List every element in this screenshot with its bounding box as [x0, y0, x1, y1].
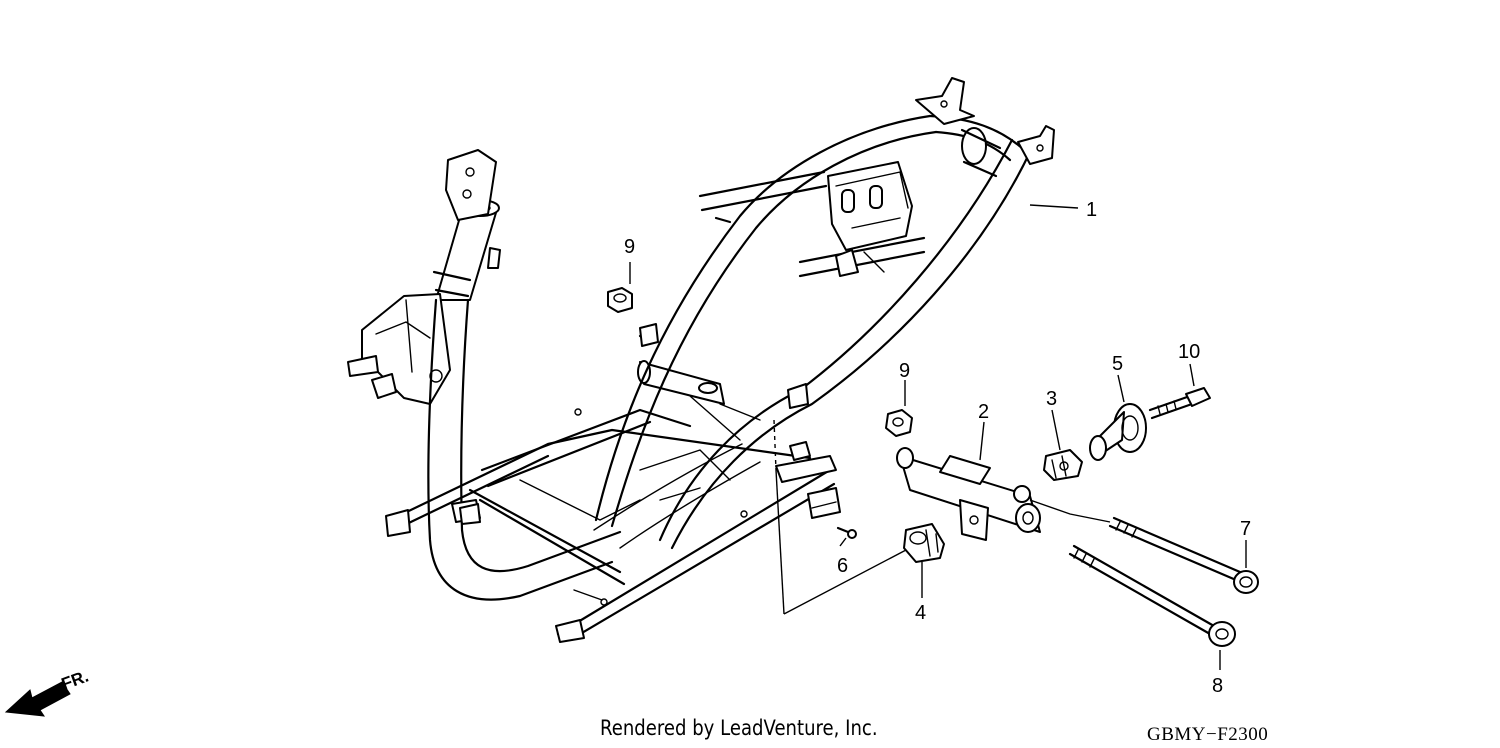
long-bolt-7[interactable]: [1108, 516, 1259, 594]
plate-and-screw-6[interactable]: [807, 487, 857, 539]
rubber-bushing-3[interactable]: [1043, 449, 1083, 481]
front-gusset: [347, 293, 451, 405]
callout-8[interactable]: 8: [1212, 675, 1223, 697]
render-credit: Rendered by LeadVenture, Inc.: [600, 716, 878, 740]
engine-hanger-bracket: [827, 161, 913, 277]
flange-nut-9-lower[interactable]: [885, 409, 913, 437]
diagram-code: GBMY−F2300: [1147, 724, 1269, 745]
callout-4[interactable]: 4: [915, 602, 926, 624]
main-tubes: [594, 114, 1032, 550]
callout-3[interactable]: 3: [1046, 388, 1057, 410]
leader-lines: [629, 204, 1247, 670]
tube-clips: [459, 323, 809, 525]
long-bolt-8[interactable]: [1068, 544, 1236, 647]
bolt-10[interactable]: [1148, 387, 1211, 420]
down-tube: [427, 298, 622, 601]
rubber-bushing-4[interactable]: [903, 523, 945, 563]
callout-7[interactable]: 7: [1240, 518, 1251, 540]
floor-rails: [385, 408, 836, 643]
rear-mount-ears: [915, 77, 1055, 165]
engine-pivot-bracket[interactable]: [896, 447, 1041, 541]
callout-6[interactable]: 6: [837, 555, 848, 577]
floor-cross-support: [775, 441, 837, 483]
callout-10[interactable]: 10: [1178, 341, 1200, 363]
callout-2[interactable]: 2: [978, 401, 989, 423]
frame-body[interactable]: [347, 77, 1055, 643]
callout-5[interactable]: 5: [1112, 353, 1123, 375]
front-direction-arrow-icon: FR.: [4, 667, 91, 717]
head-pipe: [432, 149, 501, 301]
flange-nut-9-upper[interactable]: [607, 287, 633, 313]
callout-9-lower[interactable]: 9: [899, 360, 910, 382]
callout-labels: 1 2 3 4 5 6 7 8 9 9 10: [624, 199, 1251, 697]
rear-crossmember: [698, 127, 1002, 278]
front-direction-label: FR.: [59, 667, 91, 694]
collar-5[interactable]: [1089, 403, 1147, 461]
center-section: [593, 360, 761, 549]
callout-1[interactable]: 1: [1086, 199, 1097, 221]
callout-9-upper[interactable]: 9: [624, 236, 635, 258]
